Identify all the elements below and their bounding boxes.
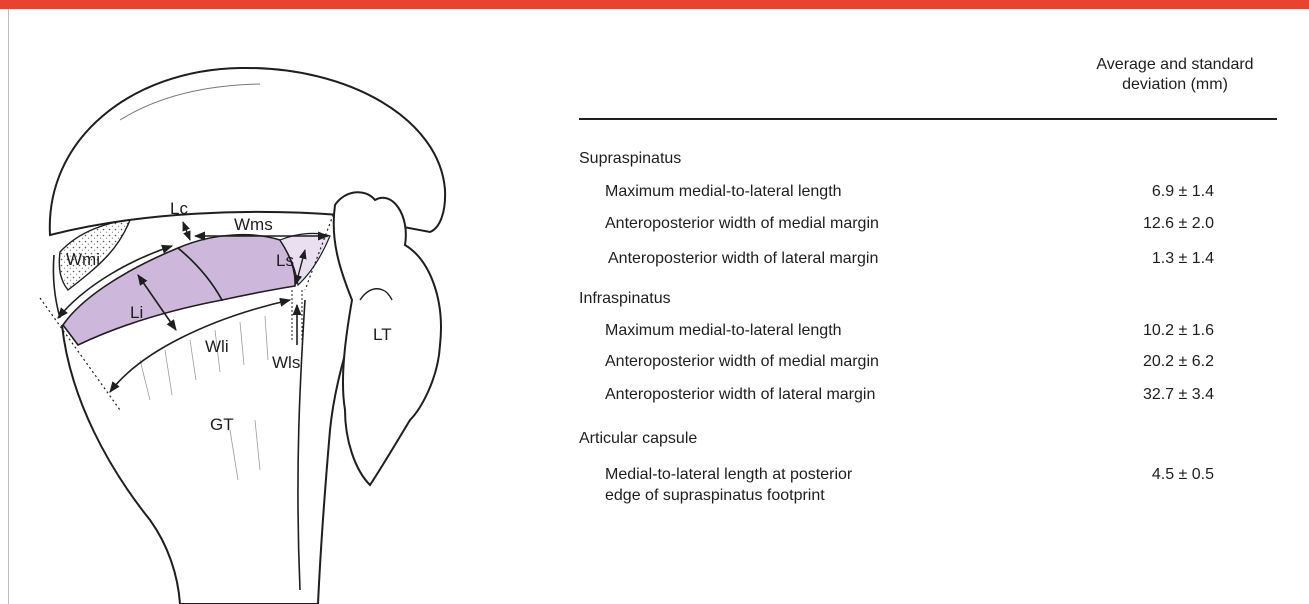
- table-row-label: Anteroposterior width of lateral margin: [608, 250, 878, 268]
- table-row-label: Medial-to-lateral length at posterior ed…: [605, 464, 852, 506]
- table-row-value: 32.7 ± 3.4: [1143, 386, 1214, 404]
- table-row-label: Maximum medial-to-lateral length: [605, 322, 842, 340]
- header-rule: [579, 118, 1277, 120]
- table-row-value: 20.2 ± 6.2: [1143, 353, 1214, 371]
- section-title-supraspinatus: Supraspinatus: [579, 150, 681, 168]
- table-row-value: 12.6 ± 2.0: [1143, 215, 1214, 233]
- lc-arrow: [183, 222, 190, 240]
- column-header-line-2: deviation (mm): [1040, 75, 1309, 95]
- label-wls: Wls: [272, 353, 300, 372]
- table-row-value: 1.3 ± 1.4: [1152, 250, 1214, 268]
- table-row-label: Anteroposterior width of medial margin: [605, 353, 879, 371]
- table-row-label: Anteroposterior width of lateral margin: [605, 386, 875, 404]
- section-title-articular-capsule: Articular capsule: [579, 430, 697, 448]
- label-wmi: Wmi: [66, 250, 100, 269]
- label-lt: LT: [373, 325, 392, 344]
- label-ls: Ls: [276, 251, 294, 270]
- section-title-infraspinatus: Infraspinatus: [579, 290, 671, 308]
- column-header-line-1: Average and standard: [1040, 55, 1309, 75]
- label-gt: GT: [210, 415, 234, 434]
- table-row-value: 4.5 ± 0.5: [1152, 466, 1214, 484]
- humerus-illustration: Lc Wms Wmi Ls Li Wli Wls LT GT: [0, 0, 560, 604]
- label-lc: Lc: [170, 199, 188, 218]
- table-row-value: 6.9 ± 1.4: [1152, 183, 1214, 201]
- label-li: Li: [130, 303, 143, 322]
- label-wms: Wms: [234, 215, 273, 234]
- table-row-label: Maximum medial-to-lateral length: [605, 183, 842, 201]
- table-row-label-line-1: Medial-to-lateral length at posterior: [605, 464, 852, 485]
- label-wli: Wli: [205, 337, 229, 356]
- table-row-label-line-2: edge of supraspinatus footprint: [605, 485, 852, 506]
- table-row-value: 10.2 ± 1.6: [1143, 322, 1214, 340]
- table-row-label: Anteroposterior width of medial margin: [605, 215, 879, 233]
- column-header: Average and standard deviation (mm): [1040, 55, 1309, 95]
